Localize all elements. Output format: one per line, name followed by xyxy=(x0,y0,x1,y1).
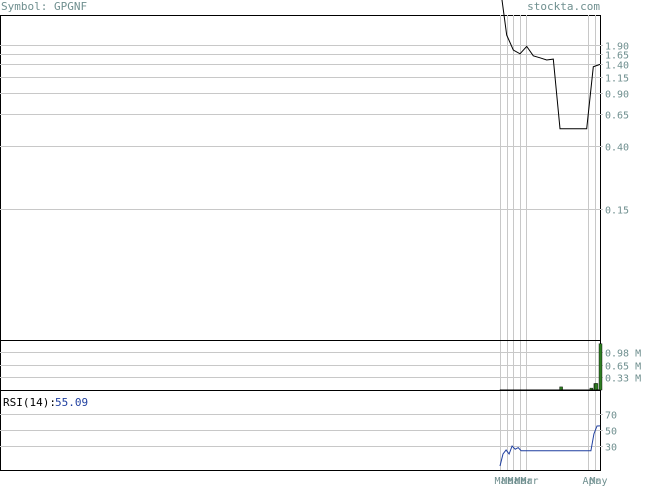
price-tick-label: 1.65 xyxy=(605,51,629,62)
rsi-tick-label: 70 xyxy=(605,411,617,422)
price-tick-label: 1.90 xyxy=(605,42,629,53)
price-tick-label: 1.15 xyxy=(605,74,629,85)
price-tick-label: 0.90 xyxy=(605,90,629,101)
x-tick-label: Mar xyxy=(495,476,513,486)
x-tick-label: Mar xyxy=(508,476,526,486)
rsi-label: RSI(14): xyxy=(3,396,56,409)
rsi-grid xyxy=(0,414,603,447)
rsi-tick-label: 30 xyxy=(605,443,617,454)
price-axis: 1.901.651.40 1.15 0.90 0.65 0.40 0.15 xyxy=(605,42,629,217)
volume-bars xyxy=(499,343,603,391)
site-label: stockta.com xyxy=(527,0,600,13)
volume-bar xyxy=(598,343,603,391)
x-grid xyxy=(500,15,596,470)
price-tick-label: 1.40 xyxy=(605,61,629,72)
x-tick-label: Mar xyxy=(515,476,533,486)
price-tick-label: 0.65 xyxy=(605,111,629,122)
volume-tick-label: 0.98 M xyxy=(605,349,641,360)
price-tick-label: 0.15 xyxy=(605,206,629,217)
volume-tick-label: 0.33 M xyxy=(605,374,641,385)
price-line xyxy=(501,0,601,130)
x-tick-label: Apr xyxy=(583,476,601,486)
price-grid xyxy=(0,45,603,210)
rsi-value: 55.09 xyxy=(55,396,88,409)
x-tick-label: Mar xyxy=(502,476,520,486)
symbol-label: Symbol: GPGNF xyxy=(1,0,88,13)
x-tick-label: May xyxy=(590,476,608,486)
volume-axis: 0.98 M 0.65 M0.33 M xyxy=(605,349,641,385)
rsi-tick-label: 50 xyxy=(605,427,617,438)
volume-grid xyxy=(0,352,603,378)
price-tick-label: 0.40 xyxy=(605,143,629,154)
volume-tick-label: 0.65 M xyxy=(605,362,641,373)
rsi-axis: 70 50 30 xyxy=(605,411,617,454)
x-tick-label: Mar xyxy=(521,476,539,486)
volume-bar xyxy=(559,386,563,391)
rsi-line xyxy=(499,425,601,467)
volume-bar xyxy=(594,383,599,391)
